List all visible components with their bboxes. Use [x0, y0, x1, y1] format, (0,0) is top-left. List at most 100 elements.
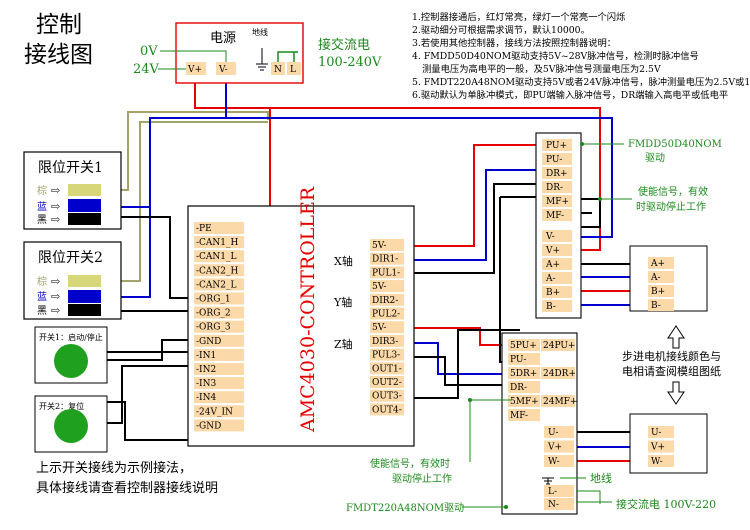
power-terminal-vminus: V- — [218, 65, 228, 75]
driver-2-signal-pin-3: DR- — [510, 383, 527, 393]
ls1-bar-blue — [68, 199, 101, 212]
controller-left-pin-bg-9 — [194, 348, 244, 361]
driver-2-enable-note-2: 驱动停止工作 — [392, 472, 452, 485]
green-button-icon[interactable] — [54, 409, 88, 443]
driver-2-signal-pin-2: 5DR+ — [510, 369, 537, 379]
ground-symbol-icon — [542, 477, 554, 485]
controller-left-pin-bg-3 — [194, 264, 244, 277]
wire-red-5v-z — [405, 327, 512, 346]
driver-1-signal-pin-3: DR- — [546, 183, 563, 193]
controller-left-pin-13: -24V_IN — [196, 407, 233, 417]
driver-1-signal-pin-5: MF- — [546, 211, 564, 221]
footer-line-2: 具体接线请查看控制器接线说明 — [36, 480, 218, 496]
label-24v: 24V — [133, 62, 160, 77]
controller-right-pin-bg-5 — [370, 307, 404, 320]
arrow-icon: ⇨ — [51, 304, 60, 317]
controller-left-pins: -PE-CAN1_H-CAN1_L-CAN2_H-CAN2_L-ORG_1-OR… — [194, 222, 244, 432]
motor-1-pin-2: B+ — [651, 287, 665, 297]
ac-range: 100-240V — [318, 55, 382, 70]
motor-1-pin-bg-1 — [648, 271, 674, 283]
controller-left-pin-bg-4 — [194, 278, 244, 291]
controller-right-pin-bg-8 — [370, 348, 404, 361]
motor-2-pin-2: W- — [651, 457, 663, 467]
controller-left-pin-bg-12 — [194, 391, 244, 404]
motor-1-pin-3: B- — [651, 301, 661, 311]
controller-left-pin-2: -CAN1_L — [196, 252, 237, 262]
controller-left-pin-8: -GND — [196, 337, 221, 347]
controller-left-pin-bg-5 — [194, 292, 244, 305]
driver-2-24v-pin-2: 24DR+ — [543, 369, 576, 379]
driver-2-motor-pin-bg-0 — [544, 426, 574, 438]
controller-left-pin-11: -IN3 — [196, 379, 216, 389]
driver-2-24v-pin-bg-4 — [541, 395, 575, 407]
label-0v: 0V — [140, 44, 158, 59]
ground-symbol-icon — [256, 48, 268, 71]
controller-right-pin-0: 5V- — [372, 241, 386, 251]
controller-left-pin-bg-13 — [194, 405, 244, 418]
controller-left-pin-1: -CAN1_H — [196, 238, 239, 248]
controller-right-pin-bg-0 — [370, 239, 404, 251]
driver-1-motor-pin-0: A+ — [545, 260, 560, 270]
wire-blue-dir3 — [405, 342, 512, 375]
power-title: 电源 — [210, 31, 236, 46]
driver-2-ground-label: 地线 — [590, 471, 612, 485]
driver-2-signal-pin-bg-0 — [508, 339, 540, 351]
controller-left-pin-bg-1 — [194, 236, 244, 249]
ls2-bar-blue — [68, 290, 101, 303]
controller-right-pin-1: DIR1- — [372, 255, 398, 265]
driver-2-signal-pin-bg-2 — [508, 367, 540, 379]
arrow-icon: ⇨ — [51, 275, 60, 288]
driver-2-motor-pin-bg-2 — [544, 455, 574, 467]
wire-black-gnd-d1 — [405, 329, 520, 399]
driver-2-name: FMDT220A48NOM驱动 — [346, 502, 464, 514]
controller-left-pin-5: -ORG_1 — [196, 295, 231, 305]
wire-blue-dir1 — [405, 169, 540, 261]
switch-1-label: 开关1：启动/停止 — [39, 332, 103, 342]
motor-2-pin-bg-0 — [648, 426, 674, 438]
driver-1-enable-note-2: 时驱动停止工作 — [636, 200, 706, 213]
controller-right-pin-bg-12 — [370, 403, 404, 416]
wire-red-driver1-vplus — [270, 107, 601, 251]
driver-2-signal-pin-0: 5PU+ — [510, 341, 537, 351]
limit-switch-1: 限位开关1 棕 蓝 黑 ⇨ ⇨ ⇨ — [23, 151, 122, 230]
switch-2: 开关2：复位 — [34, 395, 108, 453]
driver-1-signal-pin-bg-4 — [542, 195, 572, 207]
limit-switch-1-title: 限位开关1 — [38, 160, 103, 176]
driver-1-power-pin-bg-1 — [542, 244, 572, 256]
power-terminal-l: L — [290, 65, 296, 75]
controller-left-pin-bg-0 — [194, 222, 244, 234]
diagram-title-line2: 接线图 — [24, 42, 93, 68]
driver-2-power-pin-bg-0 — [544, 485, 574, 497]
arrow-icon: ⇨ — [51, 213, 60, 226]
motor-1-pin-bg-3 — [648, 299, 674, 311]
up-arrow-icon — [667, 325, 685, 349]
controller-right-pin-7: DIR3- — [372, 337, 398, 347]
wire-black-sw1 — [101, 216, 192, 299]
controller-right-pin-12: OUT4- — [372, 405, 402, 415]
motor-1-pin-bg-2 — [648, 285, 674, 297]
driver-2-signal-pin-bg-4 — [508, 395, 540, 407]
controller-left-pin-12: -IN4 — [196, 393, 216, 403]
wire-blue-0v — [101, 67, 227, 208]
limit-switch-2: 限位开关2 棕 蓝 黑 ⇨ ⇨ ⇨ — [23, 241, 122, 320]
controller-left-pin-9: -IN1 — [196, 351, 216, 361]
power-terminals: V+ V- N L — [186, 62, 301, 75]
controller-left-pin-10: -IN2 — [196, 365, 216, 375]
green-button-icon[interactable] — [54, 344, 88, 378]
limit-switch-2-title: 限位开关2 — [38, 250, 103, 266]
driver-1-motor-pin-2: B+ — [546, 288, 560, 298]
notes-block: 1.控制器接通后，红灯常亮，绿灯一个常亮一个闪烁 2.驱动细分可根据需求调节，默… — [412, 11, 750, 101]
driver-2-motor-pin-bg-1 — [544, 440, 574, 453]
controller-right-pin-bg-6 — [370, 321, 404, 334]
driver-2-signal-pin-bg-3 — [508, 381, 540, 393]
driver-1-motor-pin-1: A- — [545, 274, 556, 284]
driver-2-motor-pin-1: V+ — [547, 443, 562, 453]
ls1-wire-blue: 蓝 — [37, 201, 47, 213]
controller-right-pin-bg-4 — [370, 293, 404, 306]
footer-line-1: 上示开关接线为示例接法， — [36, 460, 192, 476]
motor-2: U-V+W- — [629, 413, 708, 474]
driver-1-motor-pin-bg-1 — [542, 272, 572, 284]
wire-black-in2 — [101, 365, 192, 424]
driver-1-signal-pin-bg-3 — [542, 181, 572, 193]
controller-left-pin-6: -ORG_2 — [196, 309, 231, 319]
